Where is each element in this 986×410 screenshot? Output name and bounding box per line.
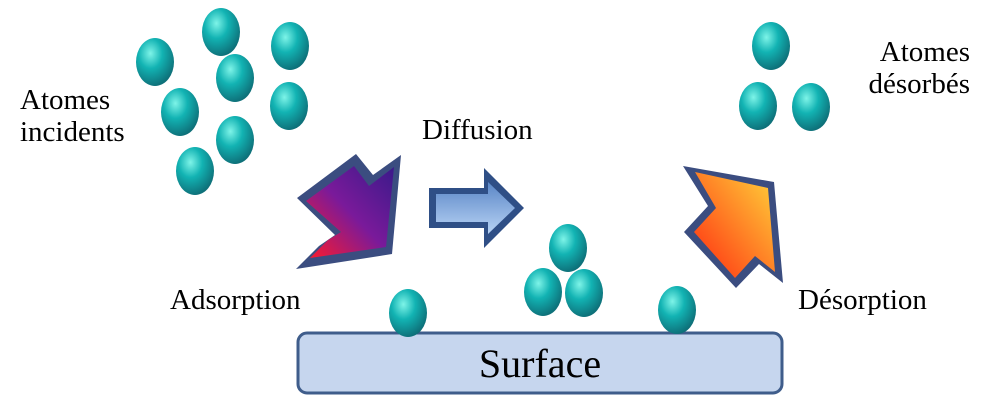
- desorbed-atoms-label-line-1: Atomes: [879, 36, 970, 68]
- desorption-label: Désorption: [798, 284, 927, 316]
- atom-surface-5: [658, 286, 696, 334]
- atom-incident-4: [216, 54, 254, 102]
- adsorption-arrow-icon: [296, 154, 401, 269]
- atom-incident-7: [216, 116, 254, 164]
- diffusion-label: Diffusion: [422, 114, 533, 146]
- atom-incident-6: [270, 82, 308, 130]
- incident-atoms-label-line-1: Atomes: [20, 84, 111, 116]
- atoms: [136, 8, 830, 337]
- surface-slab: [296, 331, 784, 395]
- atom-desorbed-1: [752, 22, 790, 70]
- adsorption-label: Adsorption: [170, 284, 301, 316]
- incident-atoms-label-line-2: incidents: [20, 116, 125, 149]
- diffusion-arrow-icon: [429, 168, 524, 248]
- desorbed-atoms-label-line-2: désorbés: [868, 68, 970, 101]
- atom-desorbed-2: [739, 82, 777, 130]
- atom-incident-8: [176, 147, 214, 195]
- atom-desorbed-3: [792, 83, 830, 131]
- desorbed-atoms-label: Atomes désorbés: [836, 36, 970, 101]
- atom-surface-2: [549, 224, 587, 272]
- atom-surface-4: [565, 269, 603, 317]
- atom-surface-3: [524, 268, 562, 316]
- incident-atoms-label: Atomes incidents: [20, 84, 125, 149]
- desorption-arrow-icon: [683, 166, 783, 288]
- atom-incident-2: [202, 8, 240, 56]
- atom-incident-3: [271, 22, 309, 70]
- surface-label: Surface: [478, 340, 602, 386]
- atom-incident-1: [136, 38, 174, 86]
- atom-surface-1: [389, 289, 427, 337]
- atom-incident-5: [161, 88, 199, 136]
